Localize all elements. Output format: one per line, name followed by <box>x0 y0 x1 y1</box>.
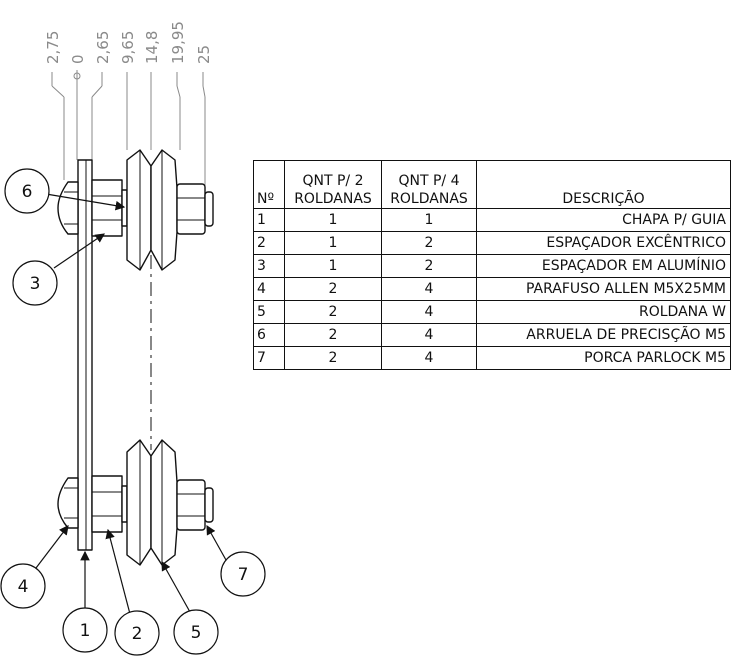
cell-qty-2: 2 <box>284 277 382 301</box>
nut-bottom <box>176 479 206 531</box>
cell-no: 3 <box>253 254 285 278</box>
bill-of-materials-table: Nº QNT P/ 2 ROLDANAS QNT P/ 4 ROLDANAS D… <box>253 160 731 370</box>
cell-qty-4: 1 <box>381 208 477 232</box>
cell-qty-2: 2 <box>284 323 382 347</box>
cell-qty-2: 2 <box>284 300 382 324</box>
leader-line-6 <box>45 193 126 211</box>
table-header-row: Nº QNT P/ 2 ROLDANAS QNT P/ 4 ROLDANAS D… <box>253 160 731 209</box>
balloon-label: 7 <box>238 565 249 585</box>
washer-top <box>121 189 128 227</box>
header-qty-4-rollers: QNT P/ 4 ROLDANAS <box>381 160 477 209</box>
header-qty-4-line1: QNT P/ 4 <box>398 173 460 189</box>
spacer-top <box>91 179 123 237</box>
cell-qty-4: 4 <box>381 346 477 370</box>
header-no: Nº <box>253 160 285 209</box>
parts <box>57 149 214 566</box>
leader-line-3 <box>53 233 105 269</box>
table-row: 3 1 2 ESPAÇADOR EM ALUMÍNIO <box>253 254 731 278</box>
cell-qty-4: 2 <box>381 254 477 278</box>
dimension-label: 2,75 <box>44 31 62 64</box>
bolt-head-top <box>57 181 79 235</box>
bolt-head-bottom <box>57 477 79 529</box>
origin-mark-icon <box>73 72 81 80</box>
dimension-label: 14,8 <box>143 31 161 64</box>
balloon-3 <box>12 260 58 306</box>
balloon-label: 3 <box>30 274 41 294</box>
cell-description: CHAPA P/ GUIA <box>476 208 731 232</box>
leader-lines <box>35 193 227 615</box>
cell-qty-2: 2 <box>284 346 382 370</box>
cell-no: 7 <box>253 346 285 370</box>
dimension-label: 9,65 <box>119 31 137 64</box>
header-description: DESCRIÇÃO <box>476 160 731 209</box>
balloon-7 <box>220 551 266 597</box>
dimension-line <box>91 85 103 98</box>
roller-top-left <box>126 149 152 271</box>
nut-top <box>176 183 206 235</box>
cell-description: ARRUELA DE PRECISÇÃO M5 <box>476 323 731 347</box>
cell-qty-2: 1 <box>284 254 382 278</box>
balloon-label: 1 <box>80 621 91 641</box>
dimension-label: 25 <box>195 45 213 64</box>
dimension-line <box>176 85 181 98</box>
header-qty-2-rollers: QNT P/ 2 ROLDANAS <box>284 160 382 209</box>
nut-cap-top <box>204 191 214 227</box>
cell-qty-2: 1 <box>284 231 382 255</box>
leader-line-5 <box>161 560 191 613</box>
balloon-label: 4 <box>18 577 29 597</box>
header-qty-2-line2: ROLDANAS <box>294 191 372 207</box>
cell-qty-4: 2 <box>381 231 477 255</box>
cell-no: 2 <box>253 231 285 255</box>
leader-line-2 <box>105 528 131 615</box>
cell-description: ESPAÇADOR EM ALUMÍNIO <box>476 254 731 278</box>
balloon-6 <box>4 168 50 214</box>
dimension-group <box>51 70 206 190</box>
dimension-label: 0 <box>69 54 87 64</box>
table-row: 7 2 4 PORCA PARLOCK M5 <box>253 346 731 370</box>
roller-bottom-right <box>150 439 178 566</box>
roller-bottom-left <box>126 439 152 566</box>
header-qty-4-line2: ROLDANAS <box>390 191 468 207</box>
balloon-4 <box>0 563 46 609</box>
cell-description: PORCA PARLOCK M5 <box>476 346 731 370</box>
leader-line-4 <box>35 525 69 569</box>
table-row: 1 1 1 CHAPA P/ GUIA <box>253 208 731 232</box>
balloon-label: 2 <box>132 624 143 644</box>
cell-description: ESPAÇADOR EXCÊNTRICO <box>476 231 731 255</box>
header-qty-2-line1: QNT P/ 2 <box>302 173 364 189</box>
balloons <box>0 168 266 656</box>
balloon-2 <box>114 610 160 656</box>
table-row: 2 1 2 ESPAÇADOR EXCÊNTRICO <box>253 231 731 255</box>
nut-cap-bottom <box>204 487 214 523</box>
balloon-labels: 6 3 4 1 2 5 7 <box>18 182 249 644</box>
table-row: 5 2 4 ROLDANA W <box>253 300 731 324</box>
spacer-bottom <box>91 475 123 533</box>
cell-description: ROLDANA W <box>476 300 731 324</box>
balloon-label: 6 <box>22 182 33 202</box>
balloon-5 <box>173 609 219 655</box>
cell-no: 6 <box>253 323 285 347</box>
balloon-1 <box>62 607 108 653</box>
dimension-line <box>51 85 65 98</box>
cell-description: PARAFUSO ALLEN M5X25MM <box>476 277 731 301</box>
dimension-line <box>202 85 206 98</box>
leader-line-7 <box>206 524 227 561</box>
guide-plate <box>77 159 93 551</box>
table-row: 6 2 4 ARRUELA DE PRECISÇÃO M5 <box>253 323 731 347</box>
cell-no: 1 <box>253 208 285 232</box>
dimension-label: 2,65 <box>94 31 112 64</box>
cell-qty-4: 4 <box>381 323 477 347</box>
washer-bottom <box>121 485 128 523</box>
cell-qty-4: 4 <box>381 277 477 301</box>
cell-no: 5 <box>253 300 285 324</box>
cell-no: 4 <box>253 277 285 301</box>
roller-top-right <box>150 149 178 271</box>
cell-qty-2: 1 <box>284 208 382 232</box>
table-row: 4 2 4 PARAFUSO ALLEN M5X25MM <box>253 277 731 301</box>
balloon-label: 5 <box>191 623 202 643</box>
cell-qty-4: 4 <box>381 300 477 324</box>
dimension-label: 19,95 <box>169 21 187 64</box>
dimension-labels: 2,75 0 2,65 9,65 14,8 19,95 25 <box>44 21 213 64</box>
